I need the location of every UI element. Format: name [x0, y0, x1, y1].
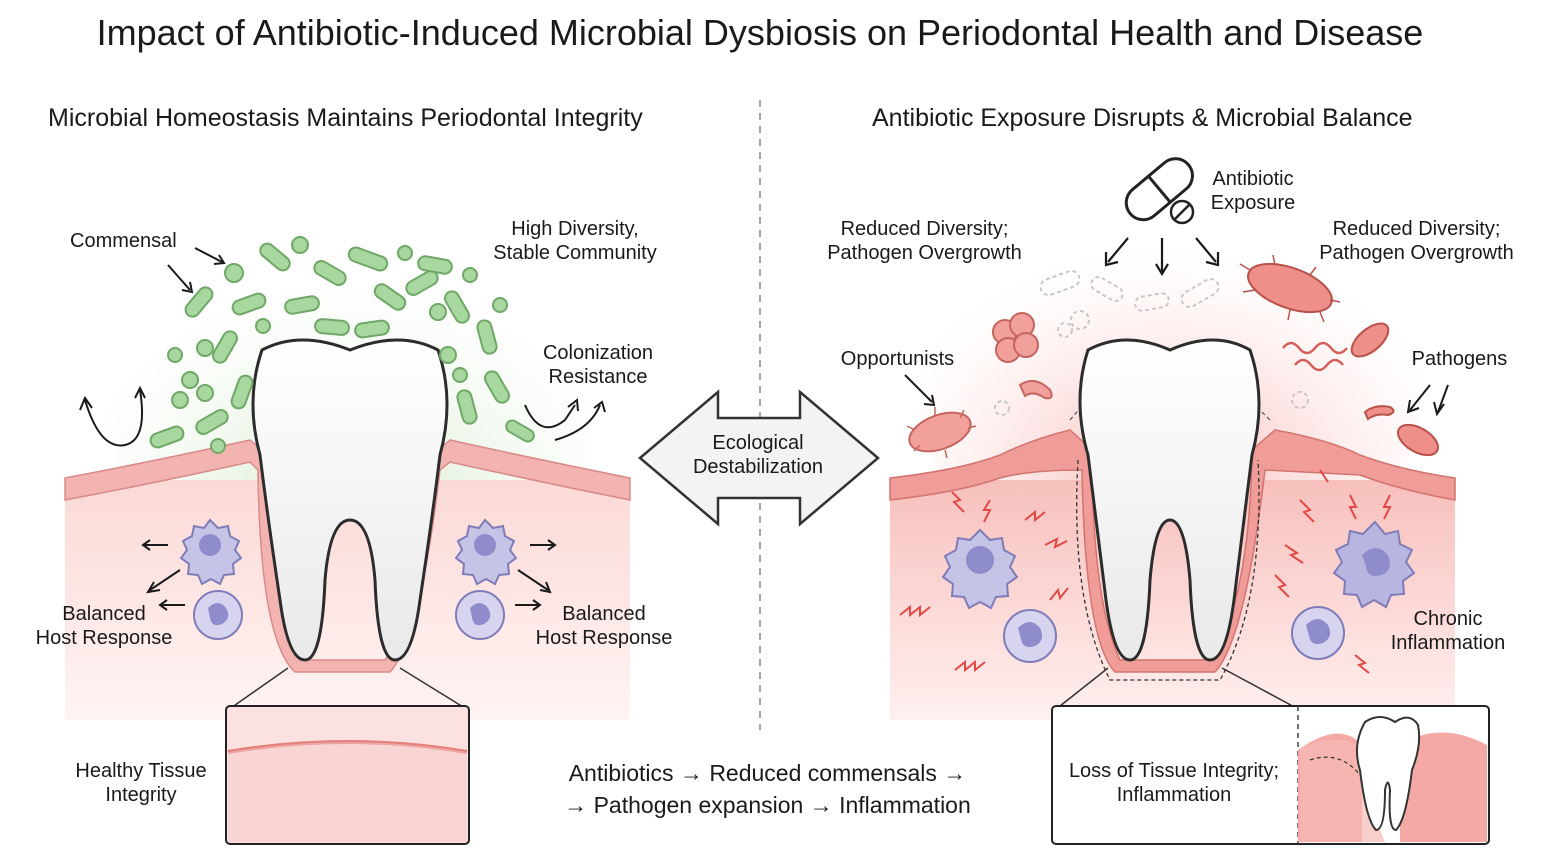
affected-tooth	[1078, 338, 1261, 662]
antibiotic-pill-icon	[1124, 157, 1194, 222]
host-response-arrows	[79, 247, 606, 611]
balanced-host-response-left-label: Balanced Host Response	[35, 603, 173, 649]
pathogen-bacteria	[1247, 262, 1439, 457]
ecological-destabilization-arrow	[638, 389, 880, 527]
chronic-inflammation-label: Chronic Inflammation	[1390, 608, 1506, 654]
antibiotic-exposure-label: Antibiotic Exposure	[1210, 168, 1296, 214]
high-diversity-label: High Diversity, Stable Community	[493, 218, 657, 264]
colonization-resistance-label: Colonization Resistance	[542, 342, 654, 388]
immune-cells-right	[941, 520, 1416, 663]
dysbiotic-periodontium	[889, 157, 1490, 845]
opportunists-label: Opportunists	[840, 348, 955, 370]
ecological-destabilization-label: Ecological Destabilization	[692, 432, 824, 478]
opportunist-flagella	[906, 407, 977, 459]
left-panel-heading: Microbial Homeostasis Maintains Periodon…	[48, 104, 643, 132]
balanced-host-response-right-label: Balanced Host Response	[535, 603, 673, 649]
depleted-commensals	[994, 269, 1309, 416]
commensal-label: Commensal	[70, 230, 177, 252]
healthy-periodontium	[64, 220, 631, 845]
label-arrows	[904, 374, 1449, 417]
inflammation-signals	[899, 469, 1392, 674]
pathway-line-2: → Pathogen expansion → Inflammation	[564, 792, 971, 818]
opportunist-bacteria	[908, 312, 1053, 453]
reduced-diversity-right-label: Reduced Diversity; Pathogen Overgrowth	[1319, 218, 1514, 264]
pathogen-flagella	[1239, 254, 1341, 323]
right-panel-heading: Antibiotic Exposure Disrupts & Microbial…	[872, 104, 1413, 132]
healthy-tooth	[251, 338, 449, 662]
antibiotic-arrows	[1104, 237, 1220, 277]
commensal-bacteria	[149, 236, 535, 454]
page-title: Impact of Antibiotic-Induced Microbial D…	[96, 12, 1424, 53]
immune-cells-left	[179, 518, 518, 640]
spirochete	[1282, 341, 1348, 355]
healthy-tissue-label: Healthy Tissue Integrity	[75, 760, 207, 806]
pathogens-label: Pathogens	[1411, 348, 1508, 370]
pathway-line-1: Antibiotics → Reduced commensals →	[568, 760, 967, 786]
tissue-loss-label: Loss of Tissue Integrity; Inflammation	[1068, 760, 1280, 806]
reduced-diversity-left-label: Reduced Diversity; Pathogen Overgrowth	[827, 218, 1022, 264]
